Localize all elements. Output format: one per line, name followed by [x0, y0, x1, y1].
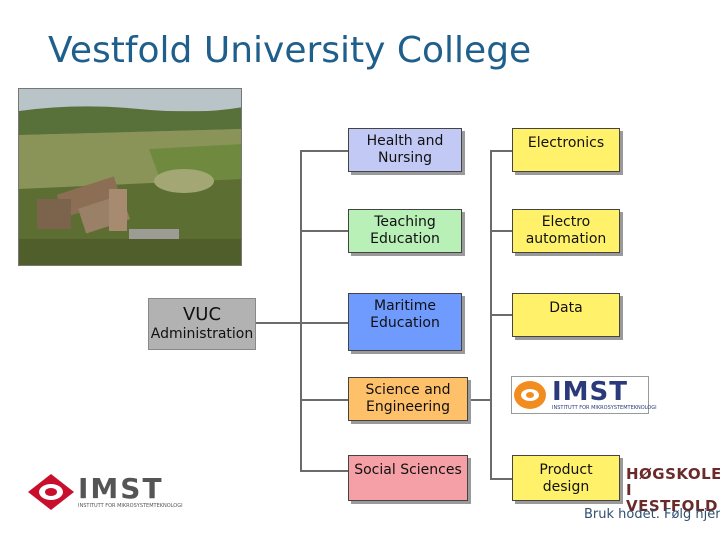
imst-logo-diagram: IMST INSTITUTT FOR MIKROSYSTEMTEKNOLOGI: [511, 376, 657, 414]
administration-label: Administration: [150, 326, 254, 342]
connector: [490, 230, 512, 232]
faculty-maritime-education: Maritime Education: [348, 293, 462, 351]
college-slogan: Bruk hodet. Følg hjertet: [584, 507, 720, 522]
connector: [490, 478, 512, 480]
faculty-social-sciences: Social Sciences: [348, 455, 468, 501]
imst-logo-tagline: INSTITUTT FOR MIKROSYSTEMTEKNOLOGI: [552, 405, 657, 411]
page-title: Vestfold University College: [48, 30, 532, 71]
connector: [468, 399, 490, 401]
faculty-teaching-education: Teaching Education: [348, 209, 462, 253]
imst-logo-footer: IMST INSTITUTT FOR MIKROSYSTEMTEKNOLOGI: [26, 472, 192, 512]
imst-diamond-icon: [28, 474, 74, 510]
connector: [300, 470, 348, 472]
department-data: Data: [512, 293, 620, 337]
connector: [300, 150, 348, 152]
connector: [300, 399, 348, 401]
connector: [300, 322, 348, 324]
faculty-science-engineering: Science and Engineering: [348, 377, 468, 421]
connector: [490, 314, 512, 316]
connector: [300, 230, 348, 232]
campus-photo-illustration: [19, 89, 241, 265]
imst-footer-wordmark: IMST: [78, 472, 164, 505]
college-name-line2: I VESTFOLD: [626, 481, 718, 515]
trunk-line: [300, 150, 302, 472]
campus-aerial-photo: [18, 88, 242, 266]
department-product-design: Product design: [512, 455, 620, 501]
connector: [256, 322, 300, 324]
imst-logo-mark: [514, 381, 546, 409]
vuc-label: VUC: [182, 304, 222, 325]
imst-logo-wordmark: IMST: [552, 377, 629, 407]
imst-footer-tagline: INSTITUTT FOR MIKROSYSTEMTEKNOLOGI: [78, 503, 183, 509]
department-electronics: Electronics: [512, 128, 620, 172]
department-electro-automation: Electro automation: [512, 209, 620, 253]
faculty-health-nursing: Health and Nursing: [348, 128, 462, 172]
college-name-line1: HØGSKOLEN: [626, 465, 720, 483]
college-logo: HØGSKOLEN I VESTFOLD: [626, 465, 720, 514]
connector: [490, 150, 512, 152]
vuc-administration-box: VUC Administration: [148, 298, 256, 350]
